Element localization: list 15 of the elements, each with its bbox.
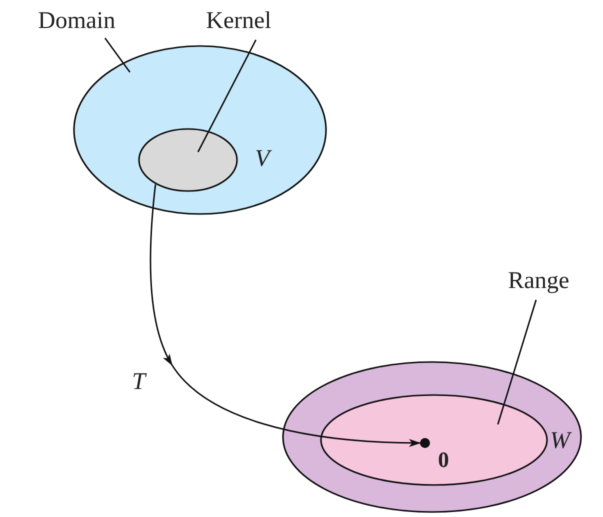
set-ellipse [282, 361, 582, 513]
set-name-label: Range [508, 266, 580, 296]
set-ellipse [320, 394, 548, 486]
leader-line [104, 38, 130, 73]
set-label: V [255, 147, 270, 171]
set-label: W [550, 429, 570, 453]
set-ellipse [73, 45, 327, 215]
set-name-label: Domain [38, 6, 138, 36]
set-name-label: Kernel [206, 6, 292, 36]
leader-line [497, 300, 537, 425]
mapping-arrow [150, 184, 420, 447]
set-ellipse [138, 128, 238, 192]
point-dot [420, 438, 430, 448]
edge-label: T [132, 370, 146, 394]
point-label: 0 [438, 449, 449, 471]
